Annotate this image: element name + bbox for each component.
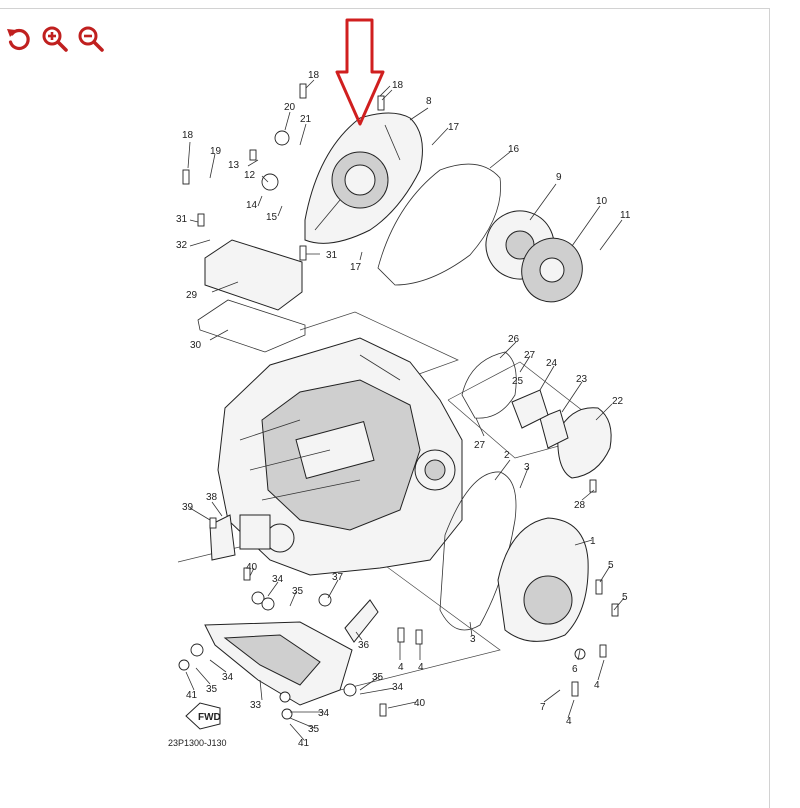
leader-lines [185, 79, 625, 741]
callout-4: 4 [566, 716, 572, 727]
callout-40: 40 [246, 562, 258, 573]
callout-29: 29 [186, 290, 198, 301]
zoom-in-button[interactable] [40, 24, 70, 54]
callout-8: 8 [426, 96, 432, 107]
callout-34: 34 [272, 574, 284, 585]
zoom-in-icon [42, 26, 68, 52]
diagram-code: 23P1300-J130 [168, 738, 227, 748]
callout-35: 35 [308, 724, 320, 735]
callout-14: 14 [246, 200, 258, 211]
callout-17: 17 [448, 122, 460, 133]
callout-12: 12 [244, 170, 256, 181]
rotate-icon [7, 28, 30, 51]
callout-27: 27 [524, 350, 536, 361]
callout-30: 30 [190, 340, 202, 351]
callout-4: 4 [594, 680, 600, 691]
callout-2: 2 [504, 450, 510, 461]
callout-4: 4 [418, 662, 424, 673]
callout-23: 23 [576, 374, 588, 385]
callout-27: 27 [474, 440, 486, 451]
callout-6: 6 [572, 664, 578, 675]
gasket-26 [461, 351, 517, 419]
callout-9: 9 [556, 172, 562, 183]
callout-7: 7 [540, 702, 546, 713]
callout-3: 3 [470, 634, 476, 645]
callout-38: 38 [206, 492, 218, 503]
callout-32: 32 [176, 240, 188, 251]
callout-10: 10 [596, 196, 608, 207]
callout-40: 40 [414, 698, 426, 709]
callout-39: 39 [182, 502, 194, 513]
callout-3: 3 [524, 462, 530, 473]
callout-41: 41 [186, 690, 198, 701]
generator-cover-1 [497, 517, 589, 642]
callout-31: 31 [326, 250, 338, 261]
assembly-boundary-upper [299, 311, 459, 379]
gasket-2 [439, 471, 517, 631]
callout-1: 1 [590, 536, 596, 547]
pickup-23 [539, 409, 569, 449]
highlight-arrow [335, 18, 385, 126]
stand-36 [344, 599, 379, 643]
callout-41: 41 [298, 738, 310, 749]
viewer-toolbar [4, 22, 106, 56]
callout-34: 34 [222, 672, 234, 683]
callout-11: 11 [620, 210, 631, 221]
crankcase-block [217, 337, 463, 576]
callout-19: 19 [210, 146, 222, 157]
callout-31: 31 [176, 214, 188, 225]
stator-24 [511, 389, 549, 429]
callout-37: 37 [332, 572, 344, 583]
callout-26: 26 [508, 334, 520, 345]
callout-18: 18 [392, 80, 404, 91]
callout-35: 35 [292, 586, 304, 597]
fasteners [178, 83, 619, 720]
callout-34: 34 [392, 682, 404, 693]
callout-25: 25 [512, 376, 524, 387]
callout-18: 18 [182, 130, 194, 141]
rotor-cover-22 [557, 407, 612, 479]
callout-13: 13 [228, 160, 240, 171]
skid-plate-33 [204, 621, 353, 706]
callout-35: 35 [206, 684, 218, 695]
callout-28: 28 [574, 500, 586, 511]
callout-21: 21 [300, 114, 312, 125]
callout-33: 33 [250, 700, 262, 711]
callout-18: 18 [308, 70, 320, 81]
svg-text:FWD: FWD [198, 712, 221, 723]
callout-20: 20 [284, 102, 296, 113]
rotate-button[interactable] [4, 24, 34, 54]
callout-16: 16 [508, 144, 520, 155]
callout-36: 36 [358, 640, 370, 651]
callout-5: 5 [622, 592, 628, 603]
callout-35: 35 [372, 672, 384, 683]
gasket-30 [197, 299, 306, 353]
zoom-out-icon [78, 26, 104, 52]
callout-34: 34 [318, 708, 330, 719]
cover-plate-29 [204, 239, 303, 311]
gasket-16 [377, 163, 501, 286]
callout-17: 17 [350, 262, 362, 273]
clutch-plate-10 [521, 237, 583, 303]
zoom-out-button[interactable] [76, 24, 106, 54]
callout-4: 4 [398, 662, 404, 673]
callout-15: 15 [266, 212, 278, 223]
callout-5: 5 [608, 560, 614, 571]
callout-22: 22 [612, 396, 624, 407]
fwd-marker: FWD [185, 702, 221, 730]
diagram-frame [0, 8, 770, 808]
clutch-cover [304, 112, 423, 244]
callout-24: 24 [546, 358, 558, 369]
callout-labels: 18 18 8 20 21 17 18 19 13 12 16 9 14 15 … [176, 70, 631, 749]
